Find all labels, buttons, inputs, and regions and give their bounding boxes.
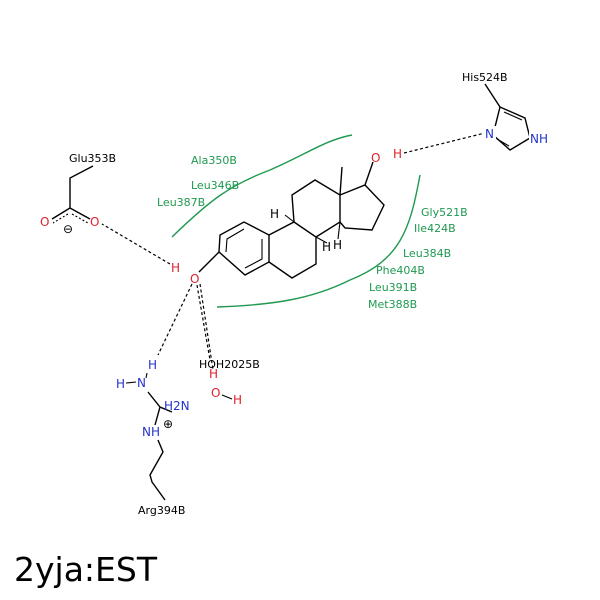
atom-o3: O [190,272,199,286]
hydrophobic-arc-left [171,134,353,238]
hydrophobic-label-leu391: Leu391B [369,281,417,294]
atom-h-c14: H [333,238,342,252]
hbond-h3-glu353 [101,223,171,265]
hydrophobic-label-phe404: Phe404B [376,264,425,277]
ligand-estradiol [198,161,385,279]
residue-label-glu353: Glu353B [69,152,116,165]
atom-nh-his: NH [530,132,548,146]
atom-h3: H [171,261,180,275]
hbond-o3-arg394 [157,283,193,356]
atom-o-glu-1: O [40,215,49,229]
hydrophobic-label-leu384: Leu384B [403,247,451,260]
hbond-o3-water [196,284,211,361]
residue-label-water: HOH2025B [199,358,260,371]
atom-o-water: O [211,386,220,400]
atom-h-arg-1: H [148,358,157,372]
residue-label-his524: His524B [462,71,508,84]
hydrophobic-label-leu346: Leu346B [191,179,239,192]
atom-h-arg-2: H [116,377,125,391]
atom-h2n-arg: H2N [164,399,190,413]
atom-nh-arg: NH [142,425,160,439]
hydrophobic-label-gly521: Gly521B [421,206,468,219]
atom-h-c8: H [270,207,279,221]
residue-label-arg394: Arg394B [138,504,185,517]
atom-n-arg-1: N [137,376,146,390]
glu353-sidechain [69,165,94,208]
his524-ring [492,106,531,151]
atom-o17: O [371,151,380,165]
charge-minus-glu: ⊖ [63,222,73,236]
hydrophobic-label-ala350: Ala350B [191,154,237,167]
hydrophobic-label-met388: Met388B [368,298,417,311]
hbond-o17-his524 [403,132,486,154]
atom-n-his: N [485,127,494,141]
hydrophobic-label-leu387: Leu387B [157,196,205,209]
atom-h-water-2: H [233,393,242,407]
hbond-o3-water-2 [199,283,214,371]
atom-h17: H [393,147,402,161]
charge-plus-arg: ⊕ [163,417,173,431]
his524-sidechain [484,83,501,108]
complex-title: 2yja:EST [14,550,157,589]
hydrophobic-label-ile424: Ile424B [414,222,456,235]
atom-h-c9: H [322,240,331,254]
atom-o-glu-2: O [90,215,99,229]
hydrophobic-arc-right [216,174,421,308]
arg394-sidechain [149,439,166,501]
atom-h-water-1: H [209,367,218,381]
